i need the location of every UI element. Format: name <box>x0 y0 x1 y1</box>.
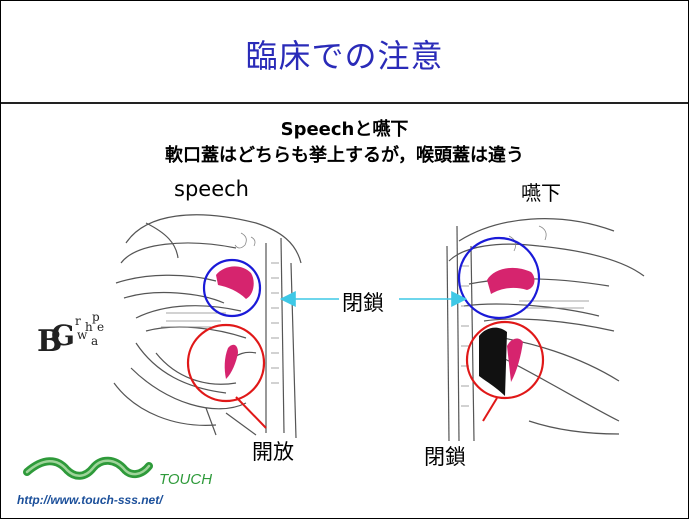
svg-text:w: w <box>77 328 88 342</box>
svg-text:a: a <box>91 334 98 348</box>
center-arrows <box>279 291 468 307</box>
svg-text:B: B <box>37 324 62 359</box>
speech-anatomy-diagram <box>113 214 302 439</box>
subtitle-line-2: 軟口蓋はどちらも挙上するが，喉頭蓋は違う <box>165 145 524 166</box>
subtitle-line-1: Speechと嚥下 <box>280 119 409 140</box>
swallow-anatomy-diagram <box>446 218 645 441</box>
slide-title: 臨床での注意 <box>245 37 444 75</box>
svg-text:p: p <box>92 310 100 324</box>
right-red-pointer <box>482 397 498 422</box>
title-divider <box>1 102 688 104</box>
svg-text:r: r <box>75 314 81 328</box>
left-bottom-label: 開放 <box>252 440 294 464</box>
svg-text:e: e <box>97 320 104 334</box>
scattered-letters-graphic: B G r w h p e a <box>37 310 104 359</box>
left-caption: speech <box>174 177 249 201</box>
logo-text: TOUCH <box>159 471 212 488</box>
center-label: 閉鎖 <box>342 291 384 315</box>
left-red-circle <box>186 323 266 403</box>
right-blue-circle <box>457 236 541 320</box>
left-red-pointer <box>235 396 267 429</box>
left-blue-circle <box>202 258 262 318</box>
touch-logo: TOUCH <box>23 456 212 488</box>
site-url[interactable]: http://www.touch-sss.net/ <box>17 493 163 507</box>
svg-text:h: h <box>85 320 93 334</box>
svg-text:G: G <box>51 319 75 352</box>
right-caption: 嚥下 <box>521 181 561 205</box>
right-bottom-label: 閉鎖 <box>424 445 466 469</box>
right-red-circle <box>465 320 545 400</box>
